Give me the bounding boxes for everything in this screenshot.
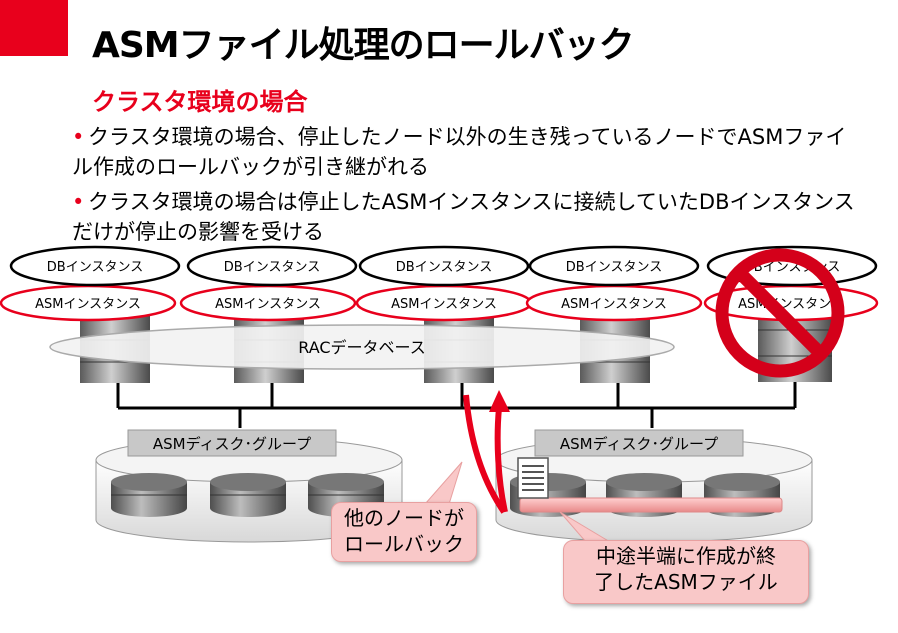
- title-accent-bar: [0, 0, 68, 56]
- db-instance: DBインスタンス: [186, 245, 358, 287]
- rollback-arrow-icon: [463, 390, 510, 514]
- disk-group-label-text: ASMディスク･グループ: [560, 435, 718, 453]
- asm-instance: ASMインスタンス: [0, 284, 177, 322]
- db-instance-label: DBインスタンス: [224, 260, 320, 275]
- bullet-marker: •: [72, 190, 85, 214]
- page-title: ASMファイル処理のロールバック: [92, 25, 635, 66]
- disk-group-label: ASMディスク･グループ: [534, 429, 744, 457]
- section-subtitle: クラスタ環境の場合: [92, 88, 308, 116]
- db-instance: DBインスタンス: [9, 245, 181, 287]
- db-instance-label: DBインスタンス: [47, 260, 143, 275]
- db-instance-label: DBインスタンス: [566, 260, 662, 275]
- asm-instance: ASMインスタンス: [525, 284, 703, 322]
- bullet-text: クラスタ環境の場合は停止したASMインスタンスに接続していたDBインスタンスだけ…: [72, 190, 855, 244]
- callout-line: 了したASMファイル: [594, 570, 778, 594]
- document-icon: [517, 457, 549, 499]
- partial-asm-file-band: [519, 497, 783, 513]
- rac-database: RACデータベース: [49, 324, 675, 370]
- bullet-text: クラスタ環境の場合、停止したノード以外の生き残っているノードでASMファイル作成…: [72, 125, 847, 179]
- db-instance: DBインスタンス: [528, 245, 700, 287]
- db-instance: DBインスタンス: [358, 245, 530, 287]
- disk-group-label: ASMディスク･グループ: [127, 429, 337, 457]
- asm-instance-label: ASMインスタンス: [391, 297, 497, 312]
- asm-instance: ASMインスタンス: [179, 284, 357, 322]
- callout-asm-file: 中途半端に作成が終 了したASMファイル: [563, 540, 809, 604]
- asm-instance-label: ASMインスタンス: [738, 297, 844, 312]
- callout-line: 中途半端に作成が終: [596, 544, 776, 568]
- network-bus: [116, 380, 797, 428]
- rac-database-label: RACデータベース: [298, 338, 426, 357]
- callout-line: 他のノードが: [344, 506, 464, 530]
- callout-rollback: 他のノードが ロールバック: [331, 502, 477, 562]
- bullet-item: •クラスタ環境の場合、停止したノード以外の生き残っているノードでASMファイル作…: [72, 122, 862, 182]
- disk-icon: [210, 473, 286, 517]
- disk-group-label-text: ASMディスク･グループ: [153, 435, 311, 453]
- bullet-item: •クラスタ環境の場合は停止したASMインスタンスに接続していたDBインスタンスだ…: [72, 187, 862, 247]
- db-instance-label: DBインスタンス: [396, 260, 492, 275]
- asm-instance-label: ASMインスタンス: [561, 297, 667, 312]
- bullet-marker: •: [72, 125, 85, 149]
- callout-line: ロールバック: [344, 532, 464, 556]
- asm-instance: ASMインスタンス: [355, 284, 533, 322]
- asm-instance-label: ASMインスタンス: [35, 297, 141, 312]
- prohibited-icon: [715, 248, 845, 378]
- disk-icon: [111, 473, 187, 517]
- asm-instance-label: ASMインスタンス: [215, 297, 321, 312]
